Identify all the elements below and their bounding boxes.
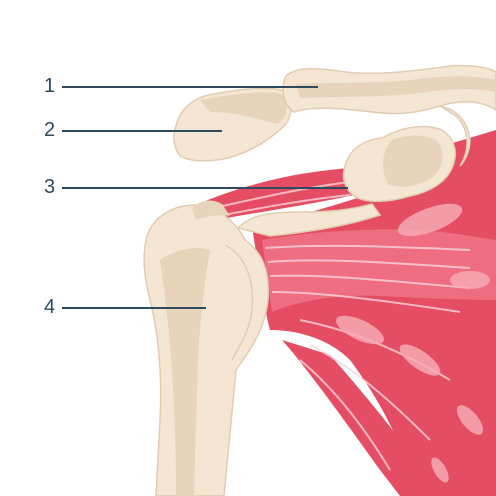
callout-label: 4 xyxy=(44,297,55,317)
acromion-bone xyxy=(174,88,291,160)
callout-leader-line xyxy=(62,307,206,309)
callout-label: 2 xyxy=(44,120,55,140)
callout-label: 1 xyxy=(44,76,55,96)
callout-leader-line xyxy=(62,86,318,88)
callout-leader-line xyxy=(62,130,222,132)
callout-label: 3 xyxy=(44,177,55,197)
humerus-bone xyxy=(144,205,268,496)
callout-leader-line xyxy=(62,187,348,189)
